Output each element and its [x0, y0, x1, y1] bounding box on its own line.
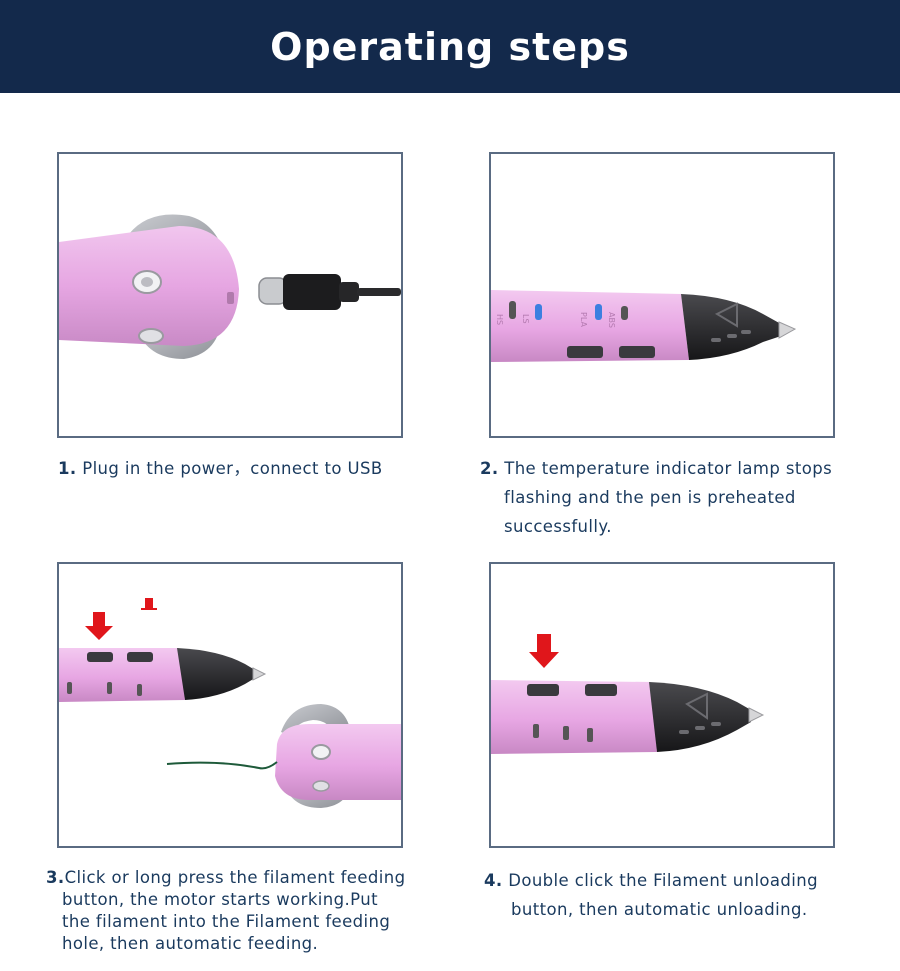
step-1-image — [57, 152, 403, 438]
pen-tip-black — [681, 294, 781, 360]
step-3-caption: 3.Click or long press the filament feedi… — [46, 867, 446, 955]
mode-led-ls — [535, 304, 542, 320]
feed-button — [567, 346, 603, 358]
feed-button — [87, 652, 113, 662]
pen-nozzle — [748, 707, 765, 723]
step-number: 2. — [480, 459, 499, 478]
step-text: flashing and the pen is preheated — [504, 488, 796, 507]
step-2-caption: 2. The temperature indicator lamp stops … — [480, 454, 890, 541]
arrow-red — [529, 634, 559, 668]
unload-button — [619, 346, 655, 358]
pen-back-pink — [275, 724, 401, 800]
step-4-illustration — [491, 634, 765, 754]
filament-strand — [166, 761, 278, 770]
step-3-illustration — [59, 598, 401, 808]
pen-triangle-mark — [685, 692, 708, 720]
step-number: 3. — [46, 868, 65, 887]
step-1-caption: 1. Plug in the power，connect to USB — [58, 454, 418, 483]
step-text: The temperature indicator lamp stops — [504, 459, 833, 478]
feed-button — [527, 684, 559, 696]
usb-cable — [357, 288, 401, 296]
step-text: Double click the Filament unloading — [508, 871, 819, 890]
pen-hole-bottom — [138, 328, 164, 344]
step-text: Plug in the power，connect to USB — [82, 459, 383, 478]
step-text: the filament into the Filament feeding — [62, 912, 391, 931]
usb-c-metal-plug — [258, 277, 288, 305]
arrow-red — [85, 612, 113, 640]
step-2-image: HS LS PLA ABS — [489, 152, 835, 438]
label-abs: ABS — [607, 312, 616, 328]
step-3-image — [57, 562, 403, 848]
pen-nozzle — [252, 667, 267, 681]
material-slot-abs — [621, 306, 628, 320]
pen-tip-black — [177, 648, 255, 700]
step-1-illustration — [59, 214, 401, 359]
mode-slot-hs — [509, 301, 516, 319]
pen-nozzle — [778, 321, 797, 339]
usb-cable-head — [283, 274, 341, 310]
step-text: Click or long press the filament feeding — [64, 868, 406, 887]
label-hs: HS — [495, 314, 504, 325]
pen-tip-black — [649, 682, 751, 752]
step-text: button, the motor starts working.Put — [62, 890, 378, 909]
step-text: button, then automatic unloading. — [511, 900, 808, 919]
label-pla: PLA — [579, 312, 588, 327]
step-4-caption: 4. Double click the Filament unloading b… — [484, 866, 884, 924]
unload-button — [127, 652, 153, 662]
pen-cap-grey-top — [129, 214, 227, 264]
pen-body-pink — [59, 648, 185, 702]
step-2-illustration: HS LS PLA ABS — [491, 290, 797, 362]
pen-triangle-mark — [714, 302, 738, 328]
unload-button — [585, 684, 617, 696]
material-led-pla — [595, 304, 602, 320]
step-text: hole, then automatic feeding. — [62, 934, 319, 953]
pen-body-pink — [491, 680, 657, 754]
step-4-image — [489, 562, 835, 848]
header-banner: Operating steps — [0, 0, 900, 93]
step-number: 4. — [484, 871, 503, 890]
step-text: successfully. — [504, 517, 612, 536]
page-title: Operating steps — [270, 24, 630, 69]
step-number: 1. — [58, 459, 77, 478]
usb-port — [227, 292, 234, 304]
label-ls: LS — [521, 314, 530, 324]
filament-hole — [311, 744, 331, 760]
usb-cable-strain — [339, 282, 359, 302]
marker-red — [145, 598, 153, 610]
